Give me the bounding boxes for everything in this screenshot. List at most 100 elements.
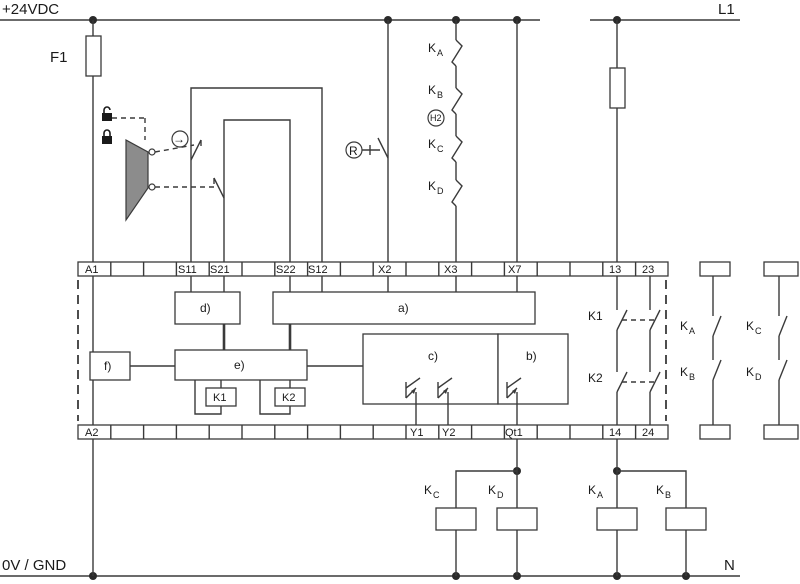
block-f-label: f): [104, 359, 111, 373]
terminal-23: 23: [642, 264, 654, 276]
top-terminal-dividers: [110, 262, 637, 276]
ext-terminal-top-1: [699, 261, 731, 277]
relay-k2-label: K2: [282, 392, 295, 404]
fb-label-kb: K B: [428, 83, 443, 100]
block-d: [174, 291, 241, 325]
direction-arrow-icon: [171, 130, 189, 148]
contact-s21-s22: [213, 177, 225, 199]
ext-label-kc: K C: [746, 319, 762, 336]
terminal-x3: X3: [444, 264, 457, 276]
fb-label-kc: K C: [428, 137, 444, 154]
terminal-13: 13: [609, 264, 621, 276]
relay-k1-label: K1: [213, 392, 226, 404]
terminal-a1: A1: [85, 264, 98, 276]
coil-label-ka: K A: [588, 483, 603, 500]
block-c-label: c): [428, 349, 438, 363]
svg-text:C: C: [437, 144, 444, 154]
block-a-label: a): [398, 301, 409, 315]
svg-text:A: A: [689, 326, 695, 336]
terminal-y2: Y2: [442, 427, 455, 439]
fb-contact-kd: [451, 179, 463, 207]
wire-qt1-split: [455, 470, 517, 500]
wire-e-k2: [259, 380, 291, 415]
fuse-l1: [609, 67, 626, 109]
ext-contact-kc: [778, 315, 788, 337]
ext-terminal-bottom-1: [699, 424, 731, 440]
lamp-h2-icon: [427, 109, 445, 127]
terminal-14: 14: [609, 427, 621, 439]
block-c: [362, 333, 499, 405]
ext-label-ka: K A: [680, 319, 695, 336]
block-b-label: b): [526, 349, 537, 363]
svg-text:K: K: [428, 83, 436, 97]
svg-text:K: K: [680, 319, 688, 333]
ext-terminal-bottom-2: [763, 424, 799, 440]
contact-label-k2: K2: [588, 371, 603, 385]
svg-text:A: A: [597, 490, 603, 500]
fb-contact-kb: [451, 87, 463, 115]
svg-text:K: K: [428, 179, 436, 193]
wire-e-k1: [194, 380, 222, 415]
ext-terminal-top-2: [763, 261, 799, 277]
ext-contact-ka: [712, 315, 722, 337]
coil-kd: [496, 507, 538, 531]
terminal-a2: A2: [85, 427, 98, 439]
wire-14-split: [617, 470, 687, 508]
terminal-s22: S22: [276, 264, 296, 276]
terminal-y1: Y1: [410, 427, 423, 439]
coil-kb: [665, 507, 707, 531]
svg-text:K: K: [588, 483, 596, 497]
transistor-qt1-icon: [506, 377, 522, 425]
svg-text:B: B: [689, 372, 695, 382]
block-b: [497, 333, 569, 405]
rail-label-24vdc: +24VDC: [2, 1, 59, 18]
contact-label-k1: K1: [588, 309, 603, 323]
actuator-pivot: [148, 183, 156, 191]
block-a: [272, 291, 536, 325]
fuse-label: F1: [50, 49, 68, 66]
transistor-y1-icon: [405, 377, 421, 425]
rail-label-l1: L1: [718, 1, 735, 18]
block-e: [174, 349, 308, 381]
transistor-y2-icon: [437, 377, 453, 425]
block-d-label: d): [200, 301, 211, 315]
ext-contact-kd: [778, 359, 788, 381]
svg-text:K: K: [746, 365, 754, 379]
block-f: [89, 351, 131, 381]
actuator-link-1: [154, 144, 195, 153]
block-e-label: e): [234, 358, 245, 372]
svg-text:B: B: [665, 490, 671, 500]
svg-text:K: K: [680, 365, 688, 379]
fb-label-ka: K A: [428, 41, 443, 58]
terminal-x2: X2: [378, 264, 391, 276]
fb-contact-ka: [451, 39, 463, 67]
padlock-open-icon: [102, 106, 112, 121]
lamp-h2-label: H2: [430, 113, 442, 123]
terminal-24: 24: [642, 427, 654, 439]
svg-text:C: C: [755, 326, 762, 336]
contact-k1-23: [649, 309, 661, 331]
ext-label-kd: K D: [746, 365, 762, 382]
terminal-x7: X7: [508, 264, 521, 276]
fuse-f1: [85, 35, 102, 77]
wire-s21-loop: [223, 119, 291, 262]
svg-text:C: C: [433, 490, 440, 500]
reset-button-label: R: [349, 144, 358, 158]
terminal-qt1: Qt1: [505, 427, 523, 439]
actuator-wedge-icon: [125, 138, 149, 222]
actuator-pivot: [148, 148, 156, 156]
contact-k2-23: [649, 371, 661, 393]
ext-label-kb: K B: [680, 365, 695, 382]
wire-s11-loop: [190, 87, 323, 262]
bottom-terminal-dividers: [110, 425, 637, 439]
svg-text:K: K: [428, 41, 436, 55]
svg-text:K: K: [488, 483, 496, 497]
reset-contact: [377, 137, 389, 159]
coil-kc: [435, 507, 477, 531]
terminal-s11: S11: [178, 264, 197, 276]
svg-text:K: K: [424, 483, 432, 497]
svg-text:D: D: [755, 372, 762, 382]
direction-arrow-glyph: →: [173, 132, 185, 146]
coil-ka: [596, 507, 638, 531]
